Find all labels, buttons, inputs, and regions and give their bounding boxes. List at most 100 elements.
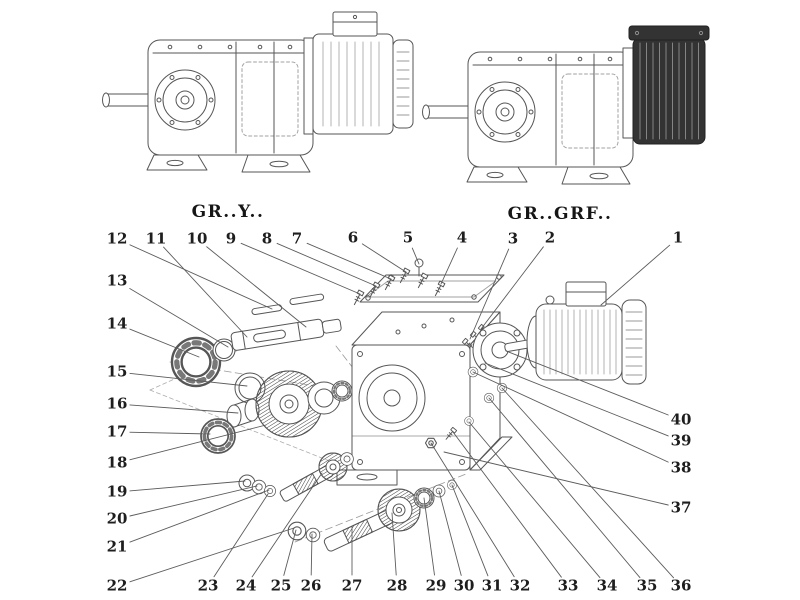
- leader-line-25: [283, 529, 297, 576]
- callout-21: 21: [104, 537, 130, 556]
- callout-40: 40: [668, 410, 694, 429]
- exploded-view: [149, 258, 647, 552]
- callout-23: 23: [195, 576, 221, 595]
- leader-line-16: [127, 404, 239, 414]
- leader-line-13: [126, 286, 229, 348]
- fan-cowl: [621, 299, 647, 385]
- pinion-gear: [318, 452, 348, 482]
- callout-15: 15: [104, 362, 130, 381]
- small-bearing: [330, 379, 354, 403]
- eyebolt: [414, 258, 424, 277]
- callout-19: 19: [104, 482, 130, 501]
- callout-2: 2: [542, 228, 558, 247]
- washer: [287, 521, 307, 541]
- leader-line-19: [127, 480, 246, 492]
- washer: [464, 416, 474, 426]
- callout-32: 32: [507, 576, 533, 595]
- gearbox-housing: [102, 39, 314, 173]
- helical-gear: [377, 488, 421, 532]
- leader-line-15: [127, 372, 248, 387]
- leader-lines: [126, 242, 675, 584]
- leader-line-4: [440, 247, 458, 285]
- callout-6: 6: [345, 228, 361, 247]
- terminal-box: [565, 281, 607, 307]
- leader-line-17: [127, 431, 211, 435]
- motor-with-fan: [303, 11, 414, 135]
- leader-line-29: [423, 497, 435, 576]
- callout-37: 37: [668, 498, 694, 517]
- leader-line-32: [430, 442, 515, 578]
- leader-line-5: [411, 247, 420, 265]
- leader-line-23: [213, 493, 269, 578]
- electric-motor: [526, 281, 647, 385]
- callout-38: 38: [668, 458, 694, 477]
- motor-eyebolt: [545, 295, 555, 305]
- callout-34: 34: [594, 576, 620, 595]
- leader-line-28: [391, 512, 397, 576]
- leader-line-8: [276, 242, 377, 287]
- leader-line-1: [600, 244, 671, 306]
- leader-line-14: [126, 327, 200, 358]
- callout-30: 30: [451, 576, 477, 595]
- callout-33: 33: [555, 576, 581, 595]
- callout-5: 5: [400, 228, 416, 247]
- model-label-right: GR..GRF..: [507, 204, 613, 224]
- callout-9: 9: [223, 229, 239, 248]
- callout-27: 27: [339, 576, 365, 595]
- callout-16: 16: [104, 394, 130, 413]
- leader-line-7: [306, 242, 392, 280]
- callout-13: 13: [104, 271, 130, 290]
- callout-1: 1: [670, 228, 686, 247]
- leader-line-40: [505, 350, 672, 417]
- leader-line-39: [484, 362, 672, 438]
- output-gear: [255, 370, 323, 438]
- callout-22: 22: [104, 576, 130, 595]
- leader-line-22: [127, 527, 295, 584]
- leader-line-11: [163, 246, 248, 338]
- callout-8: 8: [259, 229, 275, 248]
- callout-20: 20: [104, 509, 130, 528]
- callout-3: 3: [505, 229, 521, 248]
- callout-26: 26: [298, 576, 324, 595]
- callout-25: 25: [268, 576, 294, 595]
- callout-31: 31: [479, 576, 505, 595]
- leader-line-10: [205, 245, 307, 328]
- leader-line-21: [126, 489, 270, 544]
- callout-11: 11: [143, 229, 169, 248]
- callout-12: 12: [104, 229, 130, 248]
- leader-line-18: [127, 424, 267, 461]
- callout-7: 7: [289, 229, 305, 248]
- housing-cover-plate: [359, 274, 505, 303]
- leader-line-35: [488, 397, 641, 579]
- gearbox-housing: [422, 51, 634, 185]
- leader-line-9: [240, 242, 361, 295]
- callout-35: 35: [634, 576, 660, 595]
- washer: [340, 452, 354, 466]
- leader-line-12: [126, 243, 273, 310]
- callout-24: 24: [233, 576, 259, 595]
- output-bearing-2: [199, 417, 237, 455]
- leader-line-33: [452, 431, 562, 578]
- leader-line-3: [469, 248, 510, 340]
- model-label-left: GR..Y..: [191, 202, 265, 222]
- callout-14: 14: [104, 314, 130, 333]
- leader-line-26: [310, 533, 313, 576]
- washer: [305, 527, 321, 543]
- shaft-keys: [251, 293, 325, 316]
- input-gearshaft-assembly: [287, 480, 457, 552]
- callout-4: 4: [454, 228, 470, 247]
- pinion-shaft: [279, 465, 334, 502]
- compact-dark-motor: [622, 25, 710, 145]
- leader-line-6: [361, 243, 407, 273]
- output-shaft: [230, 318, 342, 351]
- callout-29: 29: [423, 576, 449, 595]
- callout-17: 17: [104, 422, 130, 441]
- leader-line-36: [501, 387, 675, 579]
- leader-line-38: [472, 371, 672, 464]
- callout-18: 18: [104, 453, 130, 472]
- leader-line-20: [127, 485, 258, 517]
- assembled-view-left: [102, 11, 414, 173]
- callout-36: 36: [668, 576, 694, 595]
